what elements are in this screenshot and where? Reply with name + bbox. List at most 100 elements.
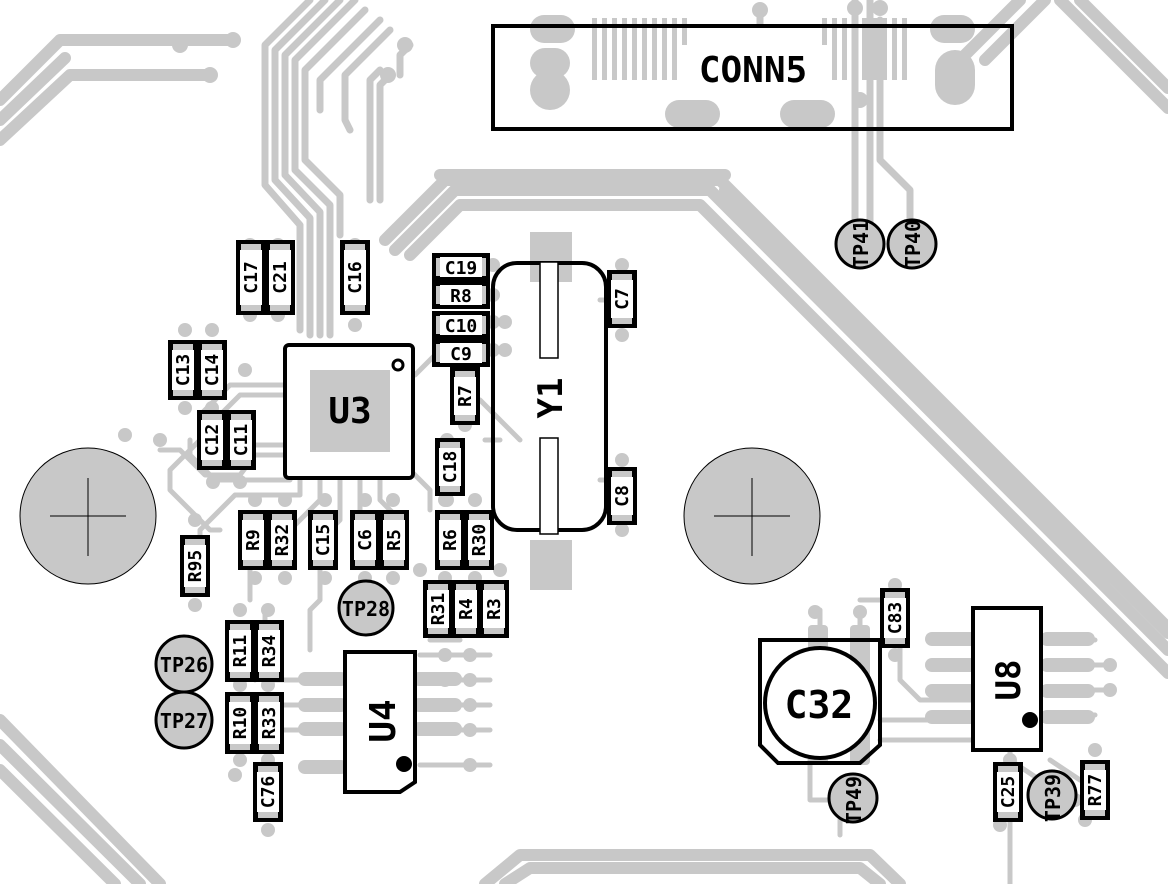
u3-label: U3 [328,391,371,432]
pin1-marker [1022,712,1038,728]
passive-label: C25 [998,776,1019,809]
passive-label: R11 [230,635,251,668]
mounting-hole-left [19,447,157,585]
passive-label: R95 [185,550,206,583]
capacitor-c32: C32 [758,638,882,765]
y1-label: Y1 [531,378,571,419]
passive-r32: R32 [267,510,297,570]
ic-u8: U8 [971,606,1043,752]
passive-r8: R8 [432,281,490,309]
passive-c83: C83 [880,588,910,648]
test-point-tp27: TP27 [154,690,214,750]
passive-r34: R34 [254,620,284,682]
passive-c76: C76 [253,762,283,822]
passive-label: C8 [612,485,633,507]
passive-label: R7 [455,385,476,407]
mounting-holes [19,447,821,585]
passive-label: R5 [384,529,405,551]
passive-label: C21 [270,261,291,294]
passive-r7: R7 [450,367,480,425]
passive-c15: C15 [308,510,338,570]
passive-r9: R9 [238,510,268,570]
passive-label: R10 [230,707,251,740]
passive-label: C14 [202,354,223,387]
ic-u3: U3 [283,343,415,480]
passive-label: R32 [272,524,293,557]
passive-c7: C7 [607,270,637,328]
passive-c18: C18 [435,438,465,496]
passive-label: C11 [231,424,252,457]
passive-label: C6 [355,529,376,551]
passive-label: C10 [445,316,478,337]
c32-label: C32 [785,683,854,727]
test-points: TP41 TP40 TP28 TP26 TP27 TP49 TP39 [154,218,1078,824]
passive-label: R8 [450,286,472,307]
test-point-tp49: TP49 [827,772,879,824]
passive-label: C12 [202,424,223,457]
passive-label: C15 [313,524,334,557]
svg-text:TP40: TP40 [901,220,925,268]
u8-label: U8 [989,660,1029,701]
passive-label: C18 [440,451,461,484]
svg-text:TP49: TP49 [842,776,866,824]
passive-r3: R3 [479,580,509,638]
passive-label: C7 [612,288,633,310]
passive-label: C17 [241,261,262,294]
crystal-y1: Y1 [491,261,608,535]
passive-label: R3 [484,598,505,620]
passive-label: R4 [456,598,477,620]
passive-label: R77 [1085,774,1106,807]
connector-conn5: CONN5 [491,24,1014,131]
passive-c21: C21 [265,240,295,315]
passive-c10: C10 [432,311,490,339]
passive-c16: C16 [340,240,370,315]
test-point-tp40: TP40 [886,218,938,270]
passive-r10: R10 [225,692,255,754]
ic-u4: U4 [343,650,417,794]
passive-label: R30 [469,524,490,557]
passive-c13: C13 [168,340,198,400]
passive-c14: C14 [197,340,227,400]
passive-label: C76 [258,776,279,809]
test-point-tp28: TP28 [337,579,395,637]
pin1-marker [391,358,405,372]
passive-label: C13 [173,354,194,387]
passive-c9: C9 [432,339,490,367]
passive-label: R33 [259,707,280,740]
passive-r30: R30 [464,510,494,570]
mounting-hole-right [683,447,821,585]
passive-c25: C25 [993,762,1023,822]
passive-label: C19 [445,258,478,279]
passive-c6: C6 [350,510,380,570]
passive-label: R9 [243,529,264,551]
test-point-tp41: TP41 [834,218,886,270]
passive-label: C9 [450,344,472,365]
passive-c11: C11 [226,410,256,470]
passive-r31: R31 [423,580,453,638]
passive-r5: R5 [379,510,409,570]
passive-label: R31 [428,593,449,626]
passive-c17: C17 [236,240,266,315]
passive-r4: R4 [451,580,481,638]
passive-c19: C19 [432,253,490,281]
passive-r95: R95 [180,535,210,597]
svg-text:TP41: TP41 [849,220,873,268]
passive-r11: R11 [225,620,255,682]
passive-label: C16 [345,261,366,294]
test-point-tp39: TP39 [1026,769,1078,822]
svg-text:TP26: TP26 [160,653,208,677]
conn5-label: CONN5 [699,50,807,91]
passive-c12: C12 [197,410,227,470]
svg-text:TP27: TP27 [160,709,208,733]
passive-label: R34 [259,635,280,668]
passive-r33: R33 [254,692,284,754]
passive-label: R6 [440,529,461,551]
pin1-marker [396,756,412,772]
svg-text:TP28: TP28 [342,597,390,621]
passive-c8: C8 [607,467,637,525]
passive-label: C83 [885,602,906,635]
passive-r6: R6 [435,510,465,570]
u4-label: U4 [363,699,404,742]
